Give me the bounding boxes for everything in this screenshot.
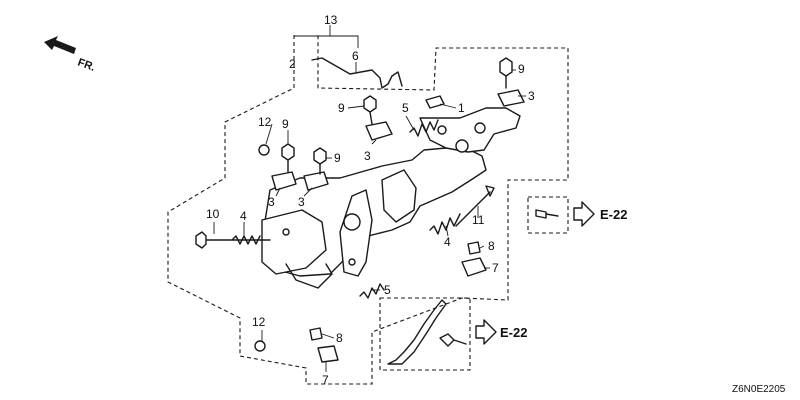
callout-1: 1 <box>458 101 465 115</box>
callout-4: 4 <box>444 235 451 249</box>
reference-box-spring <box>379 297 471 371</box>
reference-box-bolt <box>527 196 569 234</box>
leader-lines <box>213 62 526 372</box>
callout-13: 13 <box>324 13 338 27</box>
front-arrow-icon <box>44 36 76 54</box>
leader-13 <box>294 35 359 48</box>
callout-12: 12 <box>252 315 266 329</box>
assembly-boundary <box>167 35 569 385</box>
control-lever-plate <box>419 107 521 153</box>
arm-part <box>425 95 445 109</box>
callout-11: 11 <box>472 213 485 227</box>
governor-rod <box>311 57 403 89</box>
callout-3: 3 <box>364 149 371 163</box>
screw-part <box>309 241 481 341</box>
callout-12: 12 <box>258 115 272 129</box>
callout-4: 4 <box>240 209 247 223</box>
callout-9: 9 <box>338 101 345 115</box>
orientation-label: FR. <box>76 57 97 74</box>
callout-7: 7 <box>322 373 329 387</box>
callout-8: 8 <box>488 239 495 253</box>
spring-part <box>231 119 461 365</box>
callout-5: 5 <box>402 101 409 115</box>
callout-7: 7 <box>492 261 499 275</box>
callout-5: 5 <box>384 283 391 297</box>
callout-10: 10 <box>206 207 220 221</box>
callout-3: 3 <box>298 195 305 209</box>
callout-9: 9 <box>334 151 341 165</box>
knob-part <box>317 257 487 363</box>
reference-arrow-icon <box>475 201 595 345</box>
washer-part <box>254 144 270 352</box>
callout-9: 9 <box>518 62 525 76</box>
callout-2: 2 <box>289 57 296 71</box>
pivot-block <box>381 169 417 223</box>
callout-3: 3 <box>528 89 535 103</box>
reference-label: E-22 <box>600 207 627 222</box>
callout-6: 6 <box>352 49 359 63</box>
choke-lever-plate <box>339 189 373 277</box>
callout-8: 8 <box>336 331 343 345</box>
reference-label: E-22 <box>500 325 527 340</box>
lower-bracket <box>261 209 327 275</box>
callout-9: 9 <box>282 117 289 131</box>
callout-3: 3 <box>268 195 275 209</box>
clip-part <box>271 89 525 191</box>
diagram-code: Z6N0E2205 <box>732 384 786 395</box>
